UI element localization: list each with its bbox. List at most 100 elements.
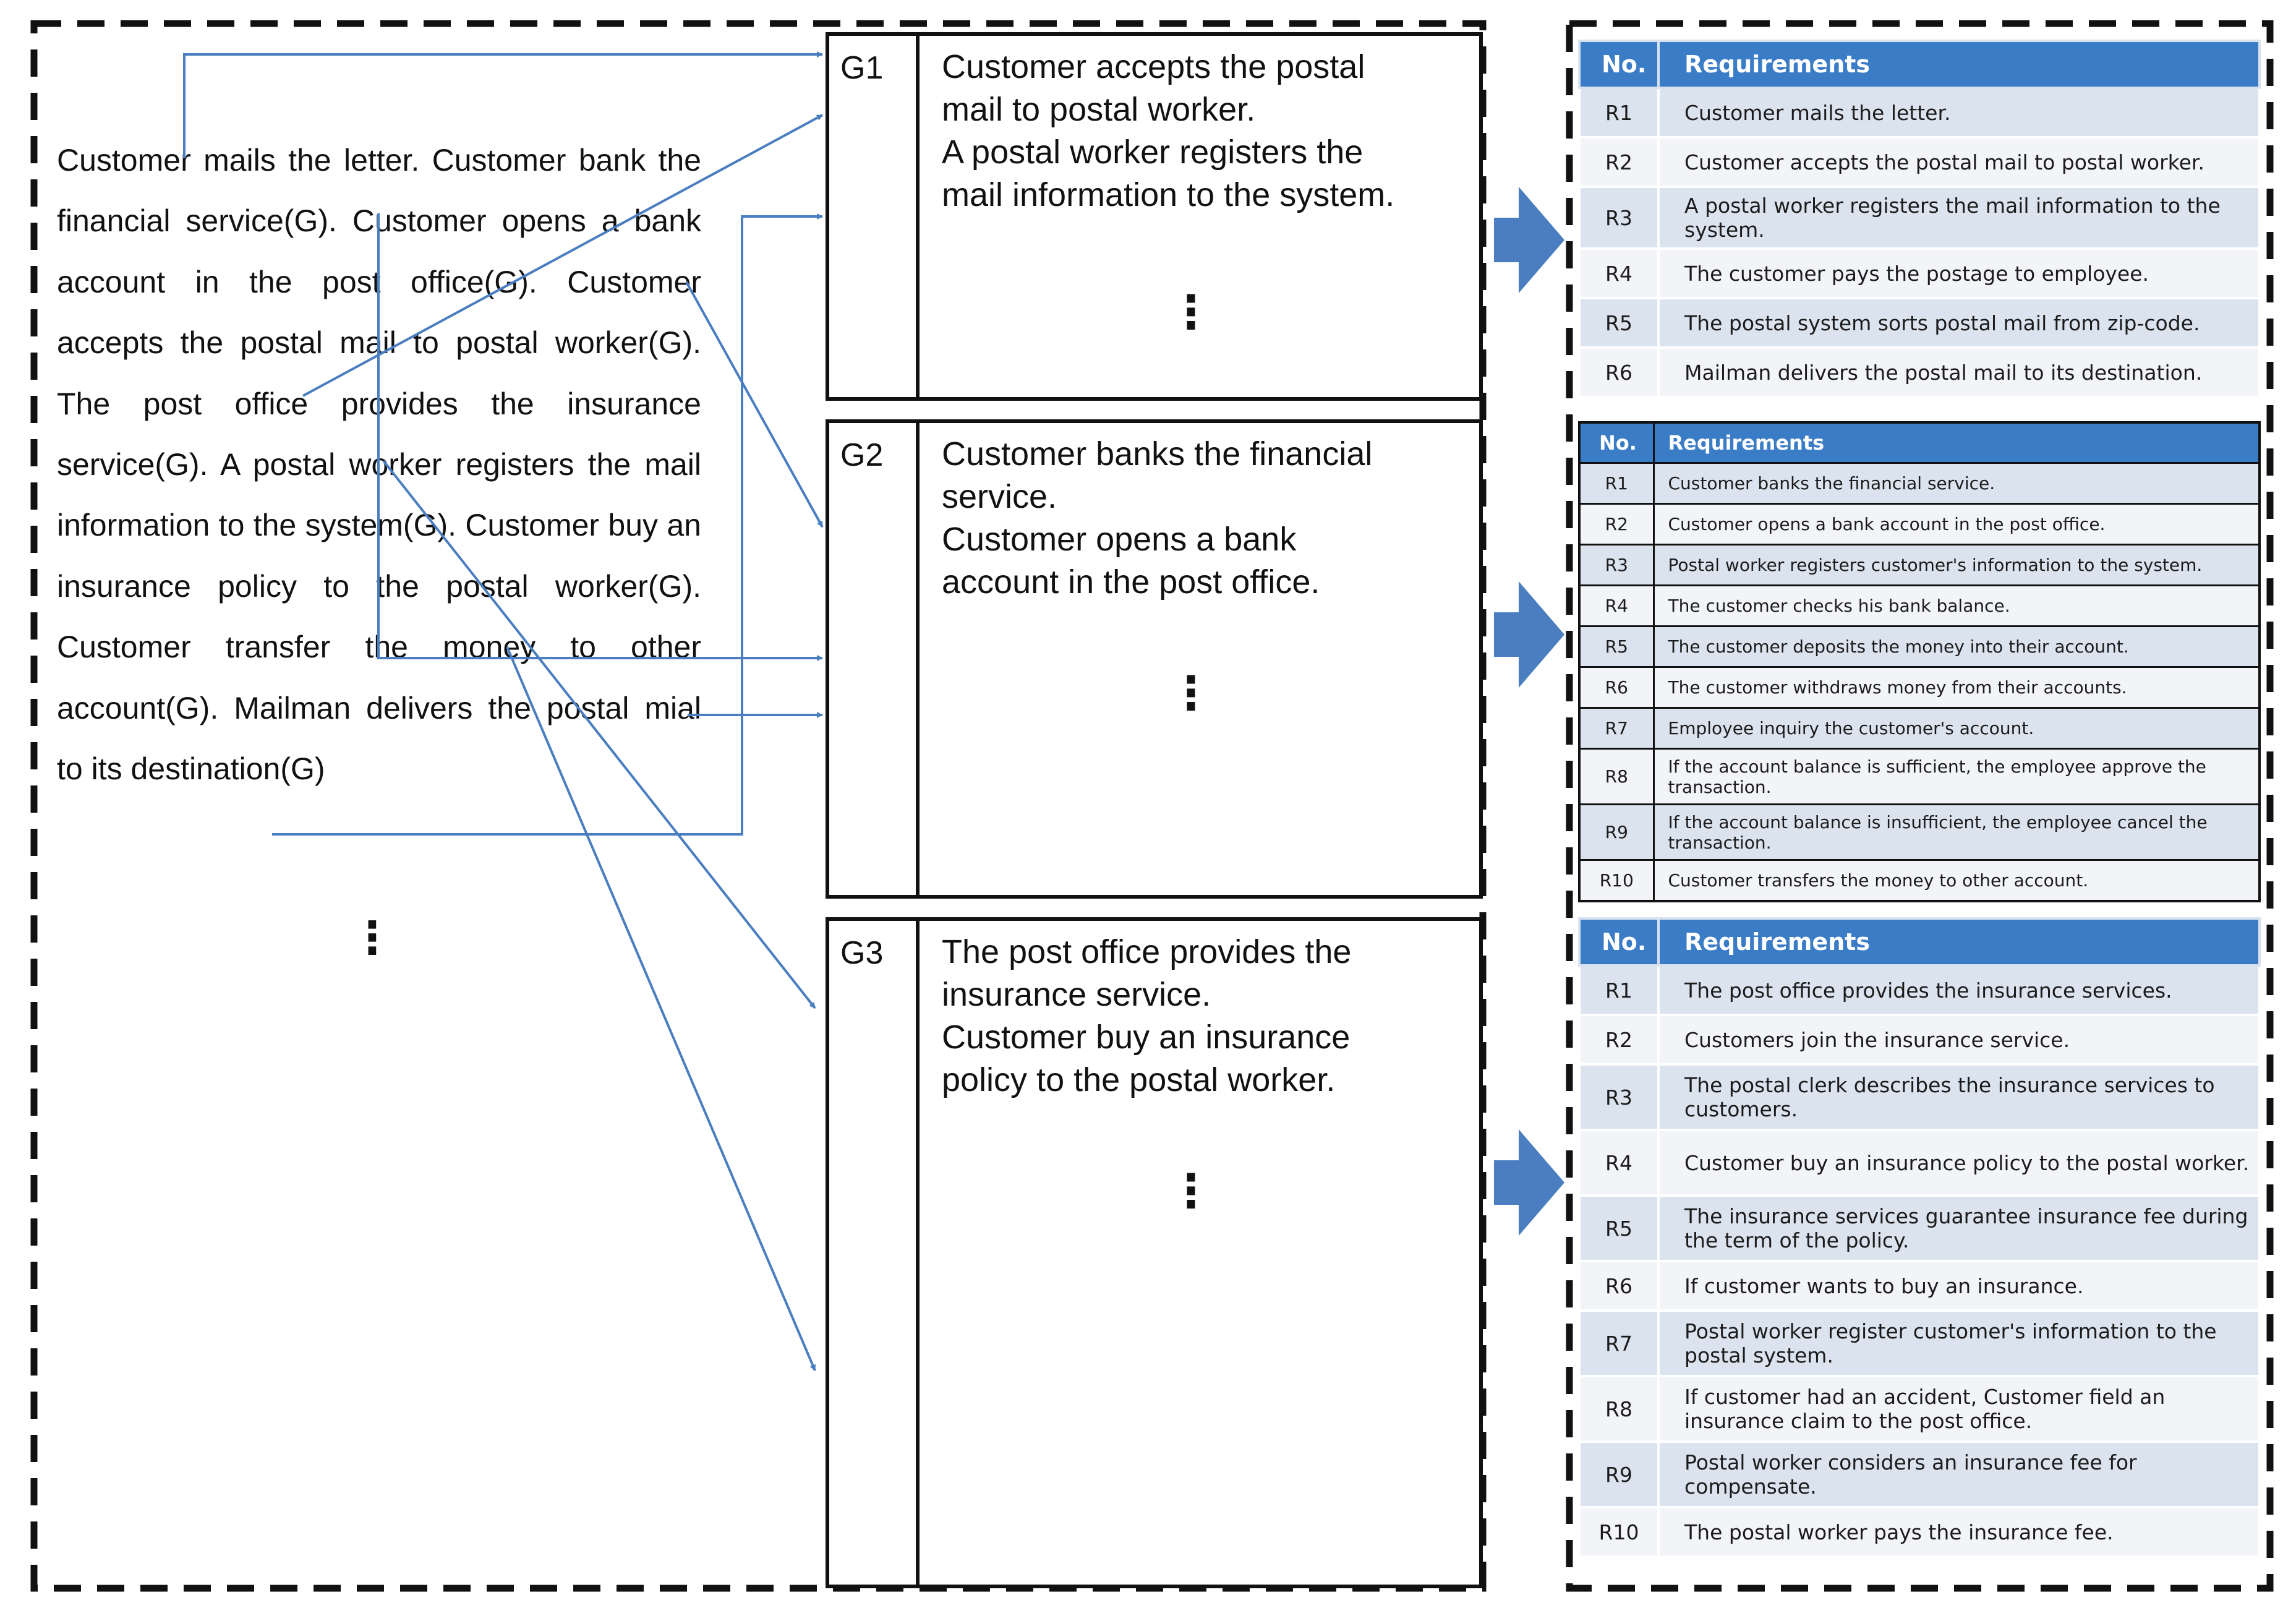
narrative-ellipsis: ⋮ [350, 912, 395, 964]
requirement-text: Customer opens a bank account in the pos… [1652, 503, 2261, 546]
group-line: Customer opens a bank [942, 521, 1297, 558]
requirement-text: The post office provides the insurance s… [1657, 964, 2261, 1016]
requirement-id: R6 [1578, 346, 1660, 398]
group-line: mail information to the system. [942, 176, 1395, 213]
requirement-text: The postal clerk describes the insurance… [1657, 1063, 2261, 1131]
requirement-id: R8 [1578, 748, 1655, 805]
right-dashed-frame [1566, 20, 2274, 1592]
requirement-id: R1 [1578, 964, 1660, 1016]
table-header-requirements: Requirements [1657, 917, 2261, 967]
table-header-requirements: Requirements [1657, 40, 2261, 89]
group-line: policy to the postal worker. [942, 1061, 1336, 1098]
requirement-text: The customer pays the postage to employe… [1657, 247, 2261, 299]
group-line: Customer buy an insurance [942, 1019, 1351, 1056]
requirement-id: R6 [1578, 1260, 1660, 1312]
requirement-text: The customer deposits the money into the… [1652, 625, 2261, 668]
requirement-id: R3 [1578, 544, 1655, 586]
group-id-g1: G1 [829, 36, 920, 397]
left-dashed-frame [30, 20, 1487, 1592]
requirement-id: R4 [1578, 584, 1655, 627]
requirement-id: R2 [1578, 136, 1660, 188]
requirement-id: R5 [1578, 625, 1655, 668]
requirement-text: Employee inquiry the customer's account. [1652, 707, 2261, 750]
requirement-id: R9 [1578, 803, 1655, 861]
group-ellipsis-g3: ⋮ [1168, 1165, 1214, 1218]
group-line: The post office provides the [942, 933, 1352, 970]
requirement-id: R9 [1578, 1440, 1660, 1508]
requirement-id: R5 [1578, 1194, 1660, 1262]
narrative-paragraph: Customer mails the letter. Customer bank… [57, 130, 701, 799]
requirement-id: R8 [1578, 1375, 1660, 1443]
requirement-id: R1 [1578, 462, 1655, 505]
requirement-text: The postal system sorts postal mail from… [1657, 297, 2261, 349]
requirement-id: R2 [1578, 1014, 1660, 1066]
requirement-id: R3 [1578, 186, 1660, 250]
group-id-g2: G2 [829, 423, 920, 895]
requirement-text: Customer transfers the money to other ac… [1652, 859, 2261, 902]
group-line: Customer accepts the postal [942, 48, 1365, 85]
group-box-g2: G2 Customer banks the financial service.… [826, 419, 1483, 899]
group-line: account in the post office. [942, 563, 1320, 601]
requirement-id: R4 [1578, 1129, 1660, 1197]
requirement-text: If customer had an accident, Customer fi… [1657, 1375, 2261, 1443]
requirement-id: R7 [1578, 707, 1655, 750]
requirement-text: The customer withdraws money from their … [1652, 666, 2261, 709]
requirement-id: R10 [1578, 859, 1655, 902]
requirement-text: If the account balance is insufficient, … [1652, 803, 2261, 861]
requirement-text: The customer checks his bank balance. [1652, 584, 2261, 627]
group-text-g2: Customer banks the financial service. Cu… [942, 433, 1461, 604]
requirement-text: The insurance services guarantee insuran… [1657, 1194, 2261, 1262]
requirement-text: If the account balance is sufficient, th… [1652, 748, 2261, 805]
requirement-id: R1 [1578, 87, 1660, 139]
requirement-text: The postal worker pays the insurance fee… [1657, 1506, 2261, 1558]
group-ellipsis-g1: ⋮ [1168, 286, 1214, 339]
table-header-no: No. [1578, 421, 1655, 464]
requirement-text: A postal worker registers the mail infor… [1657, 186, 2261, 250]
requirement-text: Customer banks the financial service. [1652, 462, 2261, 505]
group-line: Customer banks the financial [942, 435, 1373, 473]
group-line: insurance service. [942, 976, 1211, 1013]
table-header-no: No. [1578, 40, 1660, 89]
requirement-text: Postal worker register customer's inform… [1657, 1309, 2261, 1377]
requirement-text: Mailman delivers the postal mail to its … [1657, 346, 2261, 398]
table-header-no: No. [1578, 917, 1660, 967]
requirement-text: Customer accepts the postal mail to post… [1657, 136, 2261, 188]
group-line: mail to postal worker. [942, 91, 1256, 128]
requirement-id: R5 [1578, 297, 1660, 349]
requirement-id: R10 [1578, 1506, 1660, 1558]
group-text-g1: Customer accepts the postal mail to post… [942, 46, 1461, 216]
requirement-text: Customer buy an insurance policy to the … [1657, 1129, 2261, 1197]
requirement-id: R2 [1578, 503, 1655, 546]
requirement-id: R4 [1578, 247, 1660, 299]
requirement-text: Postal worker considers an insurance fee… [1657, 1440, 2261, 1508]
requirement-text: Customer mails the letter. [1657, 87, 2261, 139]
